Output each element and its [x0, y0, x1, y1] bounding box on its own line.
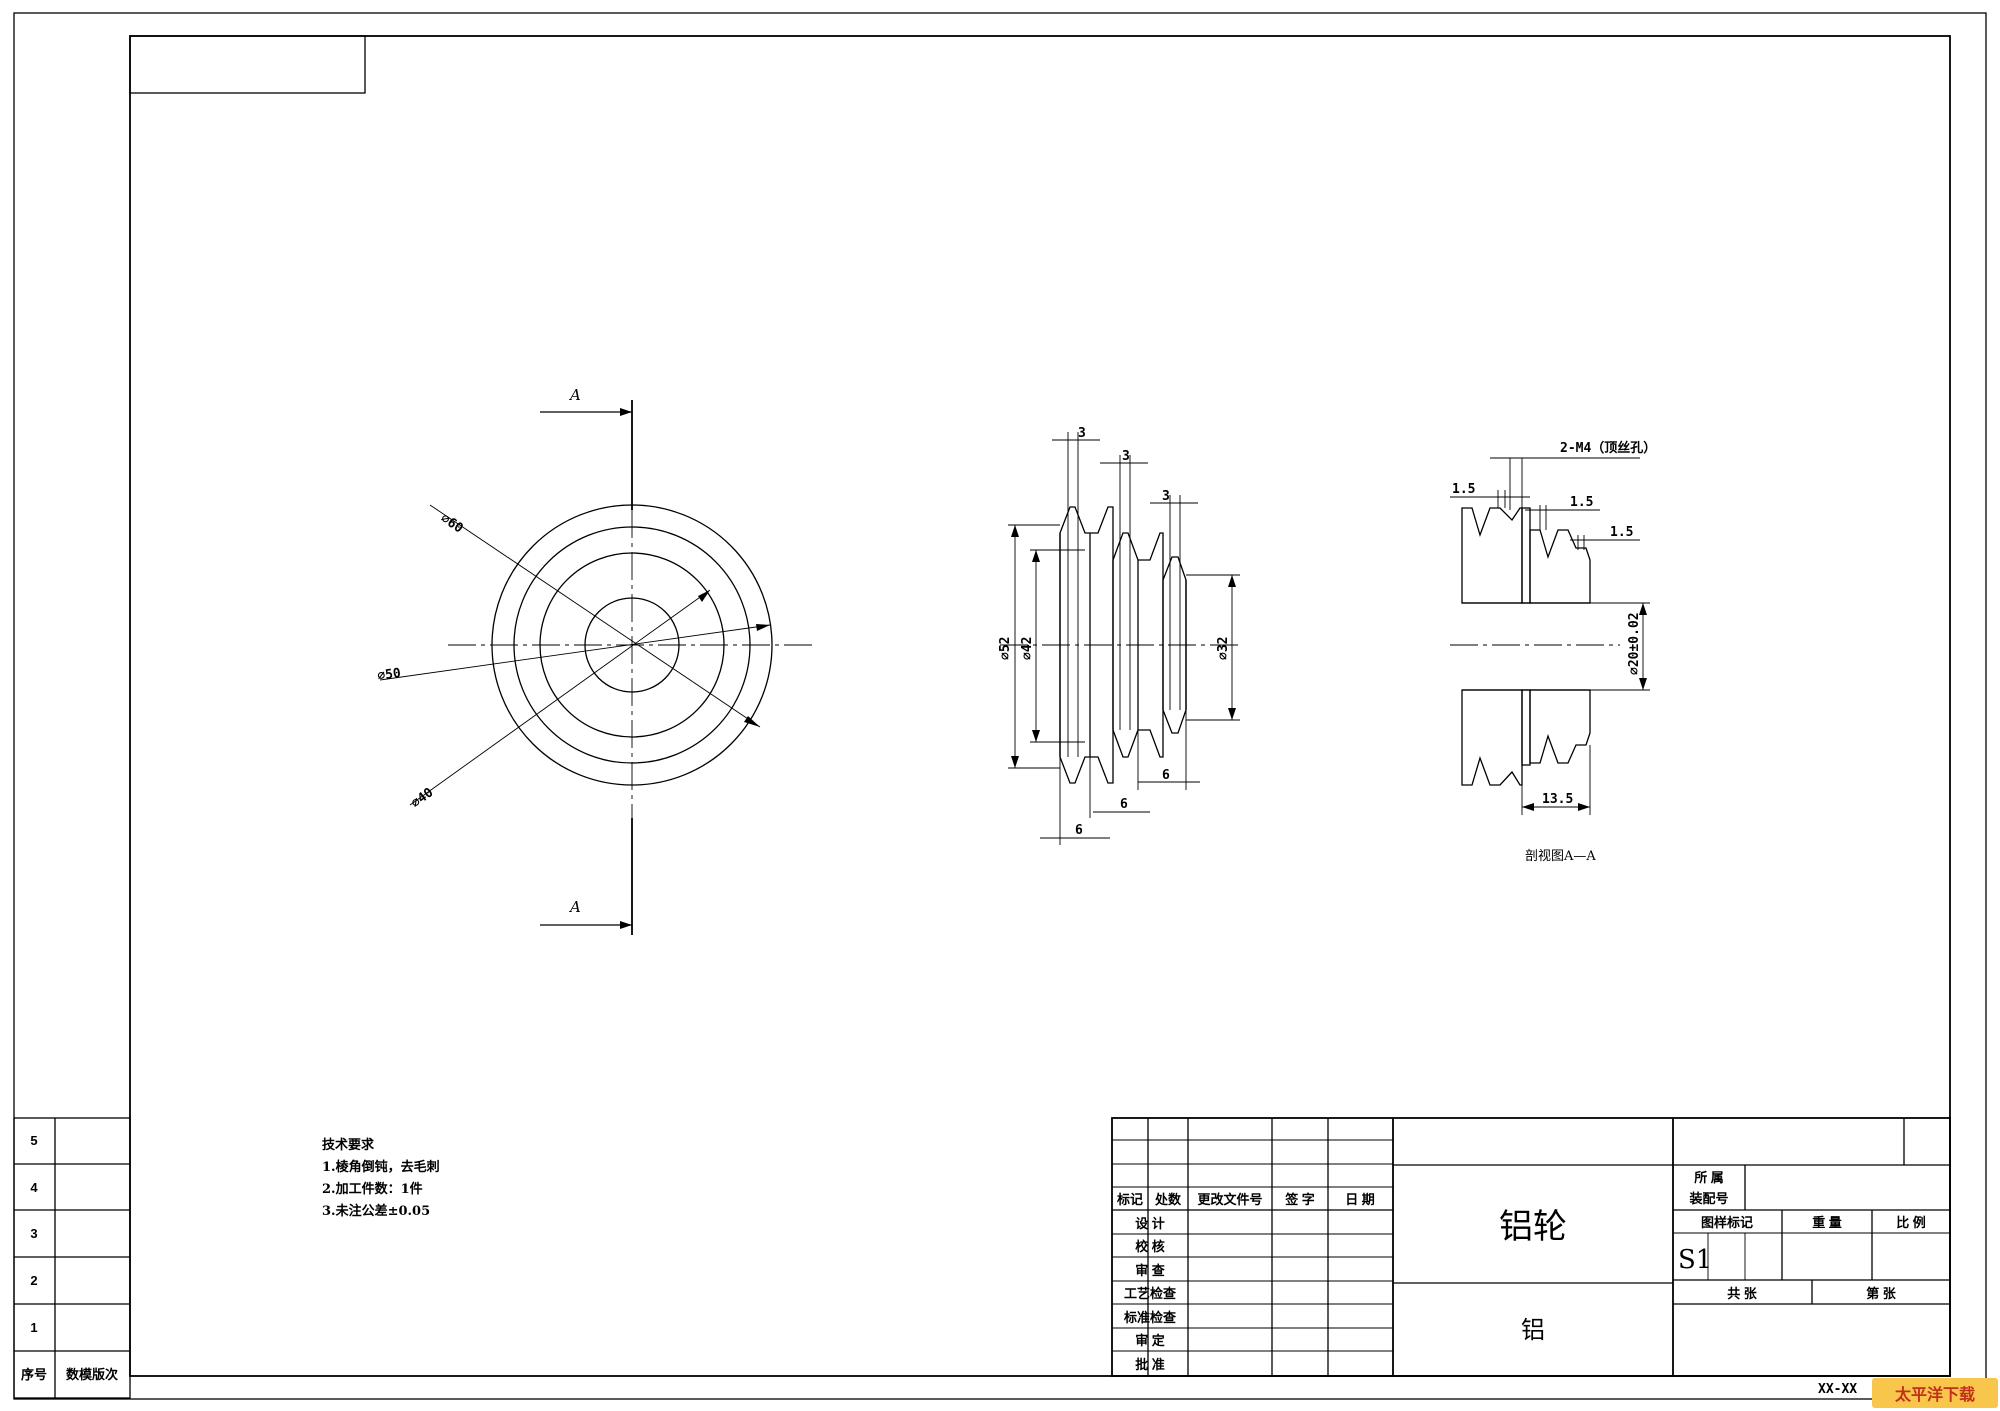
circle-d20 [584, 597, 680, 693]
corner-code-box [129, 35, 366, 94]
section-upper-right [1529, 529, 1591, 604]
cut-arrowhead-bottom [620, 921, 632, 929]
section-lower-left [1461, 689, 1523, 786]
circle-d52 [513, 526, 751, 764]
rev-col-seq: 序号 [21, 1367, 47, 1382]
rev-row-1: 1 [30, 1320, 37, 1335]
section-caption: 剖视图A—A [1525, 849, 1596, 864]
dim-d50: ⌀50 [376, 666, 402, 684]
section-view: 2-M4（顶丝孔） 1.5 1.5 1.5 ⌀20±0.02 13.5 剖视图A… [1450, 440, 1656, 864]
tech-title: 技术要求 [322, 1137, 375, 1153]
tb-role-approve: 批 准 [1135, 1357, 1165, 1372]
tb-assembly-2: 装配号 [1688, 1191, 1728, 1206]
cut-label-top: A [568, 386, 581, 404]
section-upper-left [1461, 507, 1523, 604]
tb-h-sign: 签 字 [1284, 1192, 1315, 1207]
tb-total-sheets: 共 张 [1727, 1286, 1758, 1301]
dim-w1: 3 [1078, 426, 1086, 441]
tb-role-review: 审 查 [1135, 1263, 1166, 1278]
dim-w-right: 1.5 [1610, 525, 1633, 540]
tb-h-doc: 更改文件号 [1197, 1192, 1262, 1207]
dim-set-screw: 2-M4（顶丝孔） [1560, 440, 1656, 456]
leader-d50 [379, 624, 771, 681]
front-view: A A ⌀60 ⌀50 ⌀40 [376, 386, 815, 935]
dim-w3: 3 [1162, 489, 1170, 504]
drawing-number: XX-XX [1818, 1382, 1857, 1397]
watermark-logo: 太平洋下载 [1872, 1378, 1998, 1408]
tb-h-mark: 标记 [1116, 1192, 1143, 1207]
watermark-text: 太平洋下载 [1894, 1385, 1975, 1404]
dim-w-left: 1.5 [1452, 482, 1475, 497]
tb-role-process: 工艺检查 [1124, 1286, 1177, 1301]
inner-border [129, 35, 1951, 1377]
rev-row-3: 3 [30, 1226, 37, 1241]
tb-h-drawing-mark: 图样标记 [1701, 1215, 1753, 1230]
tb-assembly-1: 所 属 [1694, 1170, 1724, 1185]
revision-block: 5 4 3 2 1 序号 数模版次 [13, 1117, 131, 1399]
tb-drawing-mark: S1 [1678, 1245, 1712, 1275]
tb-role-design: 设 计 [1135, 1216, 1165, 1231]
leader-d60 [429, 504, 761, 728]
dim-bore: ⌀20±0.02 [1627, 612, 1642, 675]
part-name: 铝轮 [1499, 1207, 1567, 1247]
tb-h-weight: 重 量 [1812, 1215, 1842, 1230]
set-screw-hole-top [1521, 507, 1531, 604]
tb-role-check: 校 核 [1135, 1239, 1165, 1254]
rev-col-ver: 数模版次 [66, 1367, 118, 1382]
tb-role-approve-final: 审 定 [1135, 1333, 1165, 1348]
dim-step1: 6 [1162, 768, 1170, 783]
rev-row-2: 2 [30, 1273, 37, 1288]
cut-arrowhead-top [620, 408, 632, 416]
tb-h-scale: 比 例 [1896, 1215, 1926, 1230]
dim-length: 13.5 [1542, 792, 1573, 807]
dim-step2: 6 [1120, 797, 1128, 812]
tech-item-1: 1.棱角倒钝，去毛刺 [322, 1159, 440, 1175]
leader-d40 [409, 589, 711, 806]
tb-h-count: 处数 [1154, 1192, 1182, 1207]
dim-d60: ⌀60 [438, 511, 466, 537]
set-screw-hole-bottom [1521, 689, 1531, 766]
title-block: 标记 处数 更改文件号 签 字 日 期 设 计 校 核 审 查 工艺检查 标准检… [1111, 1117, 1951, 1377]
circle-d42 [539, 552, 725, 738]
tech-item-2: 2.加工件数：1件 [322, 1181, 423, 1197]
dim-step3: 6 [1075, 823, 1083, 838]
rev-row-5: 5 [30, 1133, 37, 1148]
tb-role-standard: 标准检查 [1123, 1310, 1177, 1325]
dim-d32: ⌀32 [1216, 637, 1231, 660]
part-material: 铝 [1521, 1316, 1545, 1344]
circle-d60 [491, 504, 773, 786]
tb-h-date: 日 期 [1345, 1192, 1375, 1207]
section-lower-right [1529, 689, 1591, 764]
dim-w2: 3 [1122, 449, 1130, 464]
dim-d42: ⌀42 [1020, 637, 1035, 660]
tb-sheet-no: 第 张 [1866, 1286, 1897, 1301]
outer-border [13, 12, 1987, 1400]
technical-requirements: 技术要求 1.棱角倒钝，去毛刺 2.加工件数：1件 3.未注公差±0.05 [322, 1137, 440, 1219]
side-view: ⌀52 ⌀42 ⌀32 3 3 3 6 6 [998, 426, 1240, 845]
tech-item-3: 3.未注公差±0.05 [322, 1203, 430, 1219]
dim-w-mid: 1.5 [1570, 495, 1593, 510]
cut-label-bottom: A [568, 898, 581, 916]
dim-d52: ⌀52 [998, 637, 1013, 660]
rev-row-4: 4 [30, 1180, 38, 1195]
